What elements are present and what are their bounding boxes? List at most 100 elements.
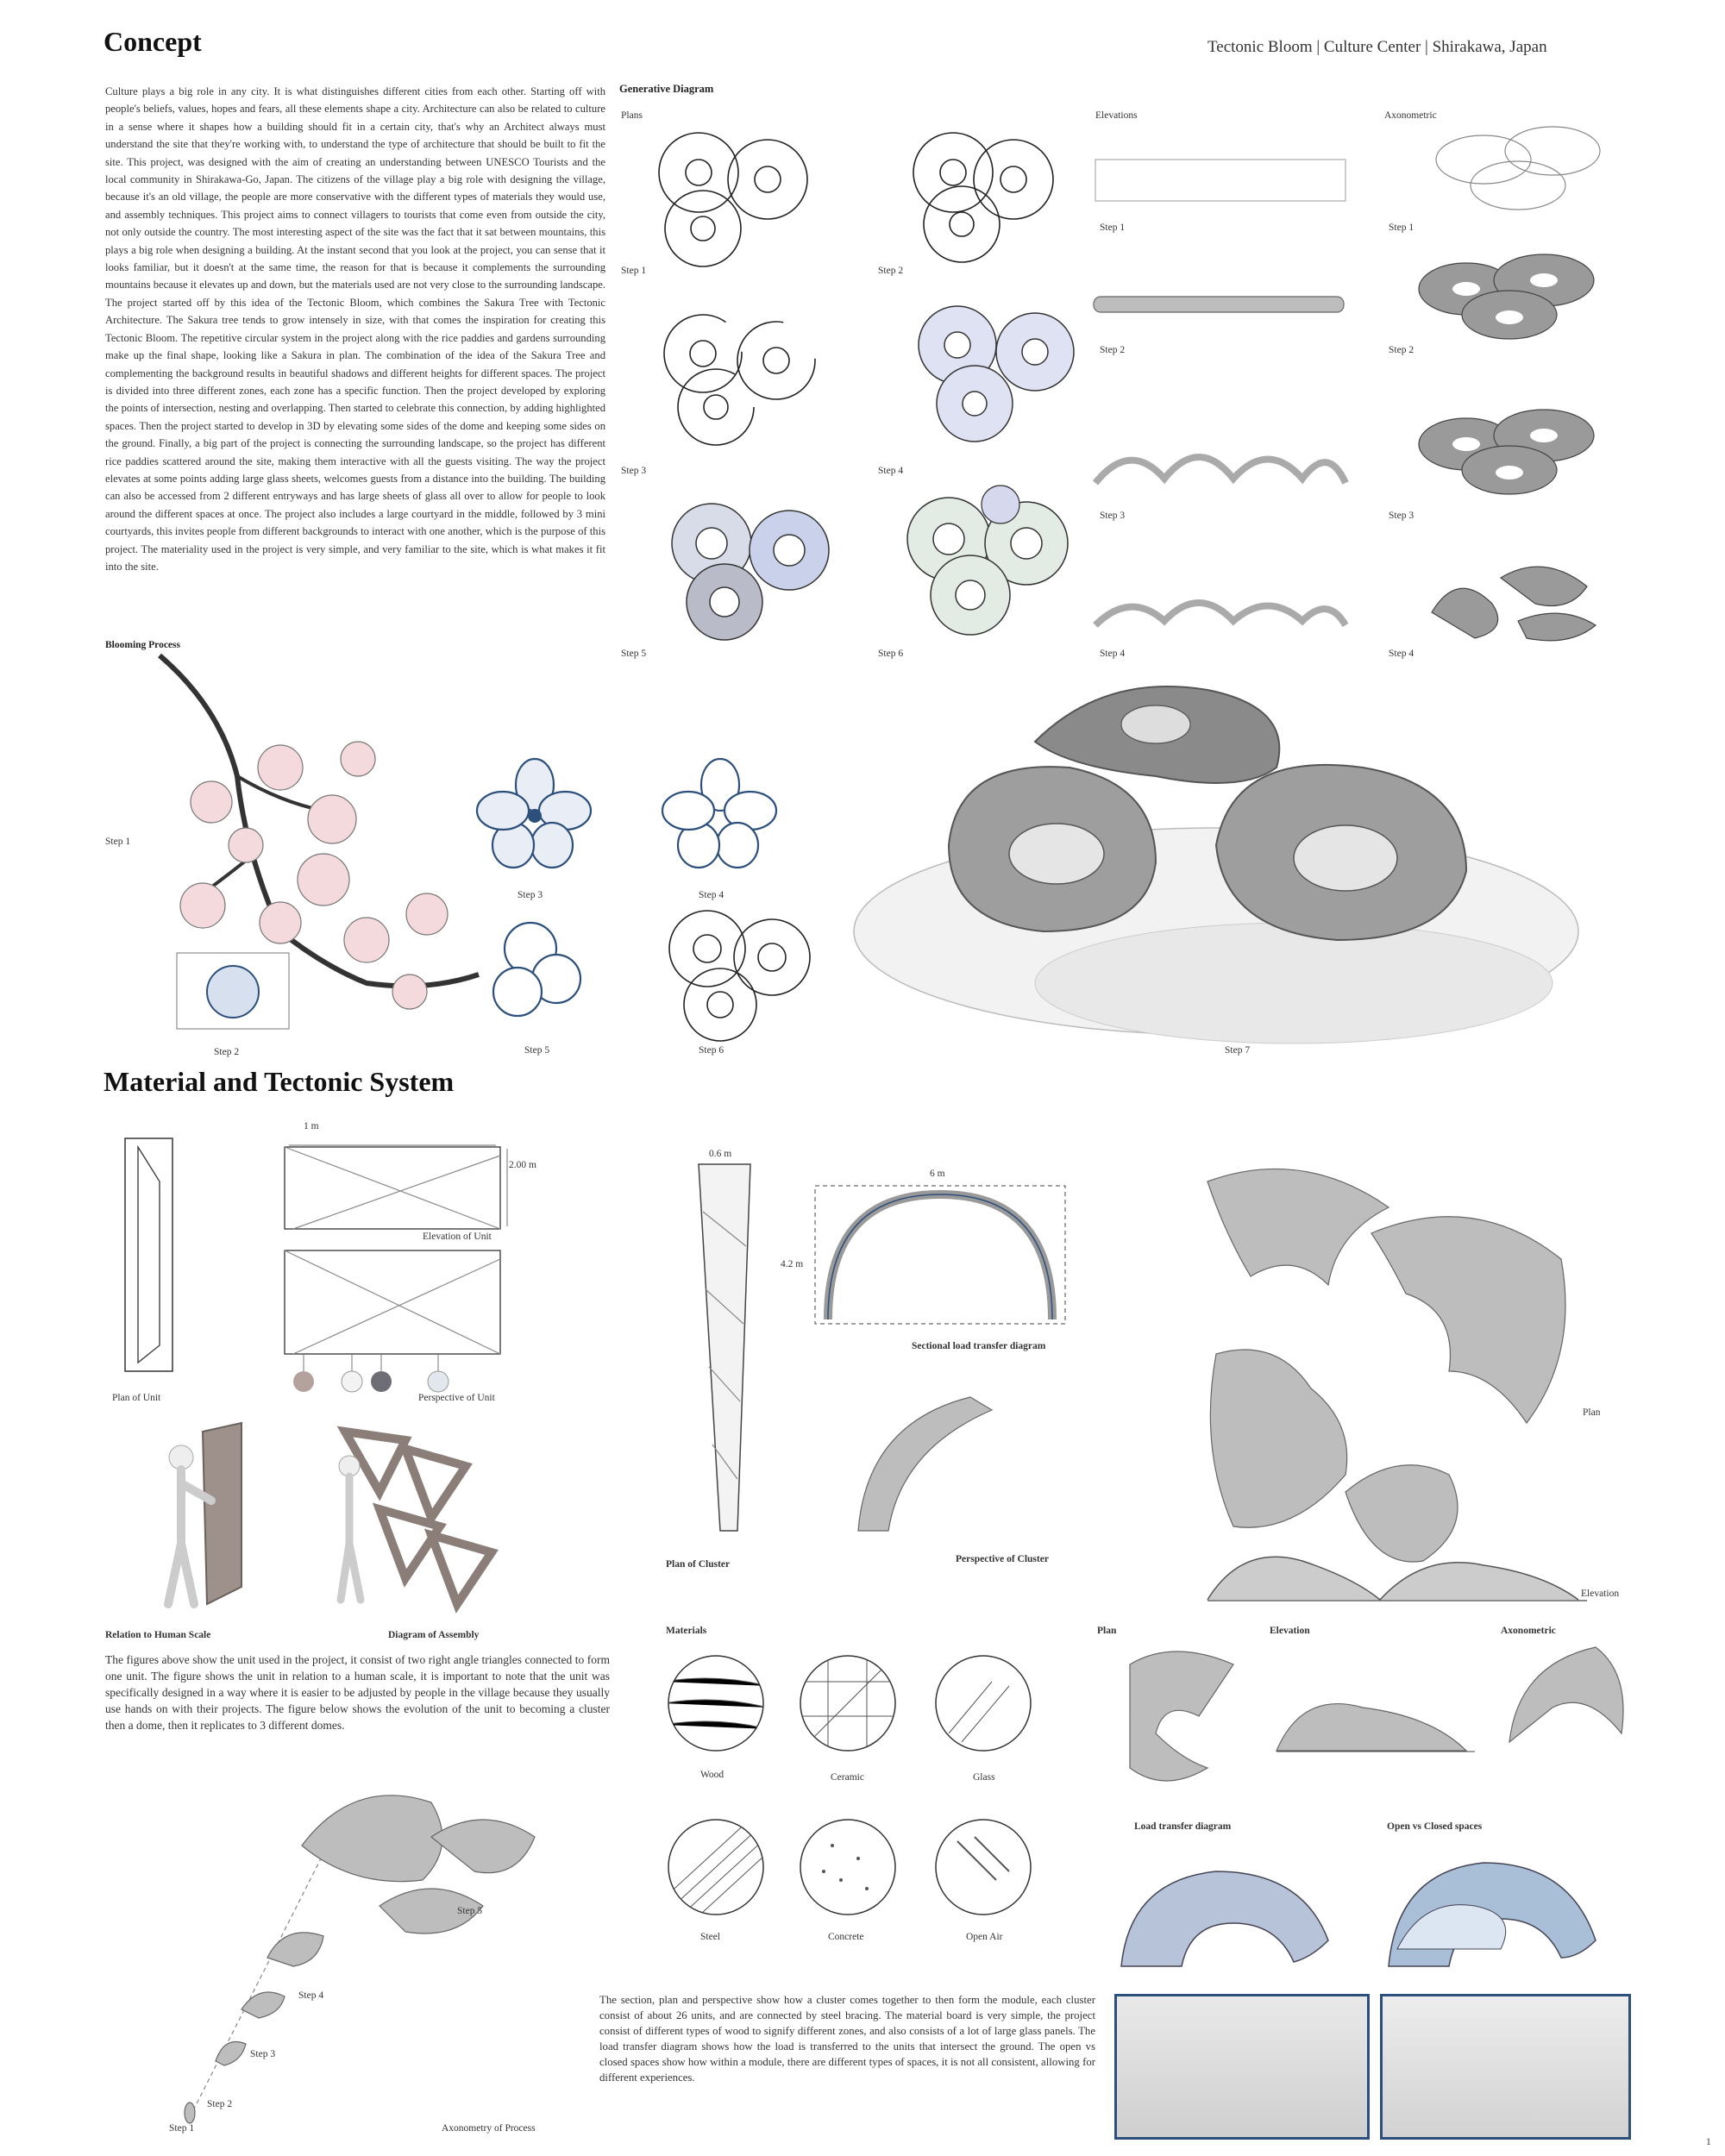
- material-concrete-label: Concrete: [828, 1932, 864, 1942]
- unit-height-dim: 2.00 m: [509, 1160, 536, 1170]
- process-step2-label: Step 2: [207, 2099, 233, 2109]
- dome-elevation-drawing: [1207, 1556, 1587, 1601]
- open-closed-label: Open vs Closed spaces: [1387, 1821, 1483, 1832]
- perspective-cluster-drawing: [857, 1396, 994, 1532]
- elevation-step2-label: Step 2: [1100, 345, 1126, 355]
- dome-plan-label: Plan: [1583, 1407, 1601, 1418]
- bloom-step6-rings: [668, 910, 811, 1042]
- elevation-step1-label: Step 1: [1100, 222, 1126, 233]
- cluster-plan-drawing: [698, 1163, 751, 1532]
- bloom-step5-label: Step 5: [524, 1045, 550, 1056]
- concept-title: Concept: [104, 26, 202, 57]
- axo-process-drawing: [184, 1795, 536, 2124]
- elevation-step3-drawing: [1092, 454, 1349, 486]
- materials-label: Materials: [666, 1626, 707, 1636]
- axonometric-label: Axonometric: [1384, 110, 1437, 121]
- axo-step1-label: Step 1: [1389, 222, 1414, 233]
- elevation-step4-label: Step 4: [1100, 649, 1126, 659]
- interior-render-1: [1114, 1994, 1370, 2140]
- unit-description: The figures above show the unit used in …: [105, 1653, 610, 1732]
- arch-height-dim: 4.2 m: [781, 1259, 804, 1269]
- plan-step5-drawing: [671, 503, 830, 641]
- bloom-step5-flower: [492, 921, 582, 1018]
- plan-cluster-label: Plan of Cluster: [666, 1559, 731, 1570]
- process-step1-label: Step 1: [169, 2123, 195, 2134]
- page-number: 1: [1706, 2137, 1711, 2147]
- cluster-width-dim: 0.6 m: [709, 1149, 732, 1159]
- sectional-load-drawing: [814, 1185, 1066, 1325]
- materials-swatches: [668, 1655, 1032, 1915]
- perspective-cluster-label: Perspective of Cluster: [956, 1554, 1049, 1564]
- axo-process-label: Axonometry of Process: [442, 2123, 536, 2134]
- material-steel-label: Steel: [700, 1932, 720, 1942]
- axo-step3-label: Step 3: [1389, 511, 1414, 521]
- perspective-unit-label: Perspective of Unit: [418, 1393, 495, 1403]
- material-title: Material and Tectonic System: [104, 1066, 455, 1097]
- bloom-step4-label: Step 4: [699, 890, 724, 900]
- elevations-label: Elevations: [1095, 110, 1138, 121]
- dome-plan-drawing: [1207, 1168, 1566, 1563]
- unit-width-dim: 1 m: [304, 1121, 319, 1131]
- elevation-step3-label: Step 3: [1100, 511, 1126, 521]
- module-plan-label: Plan: [1097, 1626, 1117, 1636]
- project-title: Tectonic Bloom | Culture Center | Shirak…: [1208, 38, 1547, 56]
- plans-label: Plans: [621, 110, 643, 121]
- elevation-step1-drawing: [1095, 159, 1346, 202]
- axo-step2-drawing: [1418, 254, 1595, 340]
- elevation-step2-drawing: [1093, 296, 1345, 313]
- plan-step6-label: Step 6: [878, 649, 904, 659]
- process-step5-label: Step 5: [457, 1906, 483, 1916]
- generative-title: Generative Diagram: [619, 83, 714, 95]
- sakura-branch-drawing: [158, 653, 480, 1030]
- axo-step1-drawing: [1435, 126, 1601, 210]
- arch-width-dim: 6 m: [930, 1169, 945, 1179]
- plan-step4-drawing: [918, 305, 1075, 442]
- assembly-label: Diagram of Assembly: [388, 1630, 480, 1640]
- load-transfer-renders: [1120, 1862, 1596, 1967]
- interior-render-2: [1380, 1994, 1631, 2140]
- human-scale-assembly: [164, 1421, 499, 1614]
- bloom-step6-label: Step 6: [699, 1045, 724, 1056]
- plan-step3-label: Step 3: [621, 466, 647, 476]
- material-glass-label: Glass: [973, 1772, 995, 1783]
- plan-step6-drawing: [906, 485, 1069, 636]
- elevation-unit-label: Elevation of Unit: [423, 1232, 492, 1242]
- plan-step4-label: Step 4: [878, 466, 904, 476]
- plan-step2-drawing: [913, 132, 1054, 263]
- process-step3-label: Step 3: [250, 2049, 276, 2059]
- module-drawings: [1129, 1646, 1624, 1782]
- plan-unit-label: Plan of Unit: [112, 1393, 161, 1403]
- unit-color-swatches: [293, 1354, 449, 1393]
- bloom-step3-flower: [475, 757, 593, 869]
- bloom-step2-label: Step 2: [214, 1047, 240, 1057]
- building-render: [853, 686, 1579, 1044]
- plan-step2-label: Step 2: [878, 266, 904, 276]
- dome-elevation-label: Elevation: [1581, 1589, 1620, 1599]
- plan-step1-label: Step 1: [621, 266, 647, 276]
- material-ceramic-label: Ceramic: [831, 1772, 864, 1783]
- module-elevation-label: Elevation: [1270, 1626, 1310, 1636]
- cluster-description: The section, plan and perspective show h…: [599, 1994, 1095, 2084]
- plan-step3-drawing: [663, 314, 816, 446]
- unit-diagram: [124, 1138, 508, 1372]
- bloom-step4-flower: [661, 757, 778, 869]
- bloom-step3-label: Step 3: [518, 890, 543, 900]
- material-wood-label: Wood: [700, 1770, 724, 1780]
- axo-step4-label: Step 4: [1389, 649, 1414, 659]
- process-step4-label: Step 4: [298, 1990, 324, 2001]
- material-openair-label: Open Air: [966, 1932, 1003, 1942]
- bloom-step1-label: Step 1: [105, 837, 131, 847]
- sectional-label: Sectional load transfer diagram: [912, 1341, 1046, 1351]
- load-transfer-label: Load transfer diagram: [1134, 1821, 1232, 1832]
- axo-step3-drawing: [1418, 409, 1595, 495]
- plan-step5-label: Step 5: [621, 649, 647, 659]
- axo-step4-drawing: [1431, 566, 1597, 642]
- blooming-title: Blooming Process: [105, 640, 180, 650]
- module-axonometric-label: Axonometric: [1501, 1626, 1556, 1636]
- axo-step2-label: Step 2: [1389, 345, 1414, 355]
- elevation-step4-drawing: [1093, 599, 1349, 628]
- bloom-step7-label: Step 7: [1225, 1045, 1251, 1056]
- human-scale-label: Relation to Human Scale: [105, 1630, 211, 1640]
- concept-paragraph: Culture plays a big role in any city. It…: [105, 85, 605, 573]
- plan-step1-drawing: [658, 132, 808, 267]
